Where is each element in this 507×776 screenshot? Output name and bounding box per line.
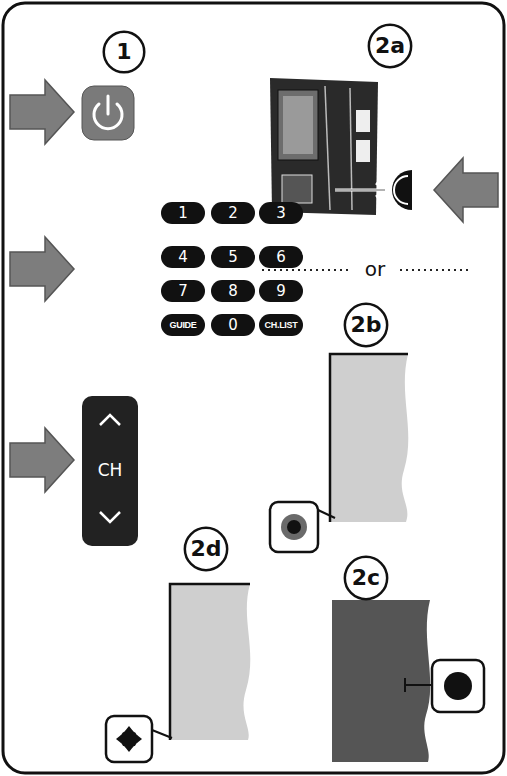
remote-key: 1 [161,202,205,224]
callout-number: 2b [343,302,389,348]
key-label: 2 [228,206,238,221]
callout-label: 2a [375,35,405,57]
callout-label: 2c [352,567,380,589]
remote-key: 3 [259,202,303,224]
callout-label: 2b [350,314,381,336]
callout-number: 2c [343,555,389,601]
separator-word: or [361,259,389,279]
remote-key: 2 [211,202,255,224]
remote-key: 4 [161,246,205,268]
channel-button: CH [87,450,133,490]
key-label: 5 [228,250,238,265]
remote-key: CH.LIST [259,314,303,336]
remote-key: 0 [211,314,255,336]
remote-key: 9 [259,280,303,302]
callout-label: 2d [190,538,221,560]
key-label: 9 [276,284,286,299]
power-button [82,86,134,140]
remote-key: 6 [259,246,303,268]
tv-side-panel [106,584,250,762]
key-label: 4 [178,250,188,265]
tv-side-panel [270,354,408,552]
callout-label: 1 [116,41,131,63]
key-label: CH [98,462,123,479]
remote-key: 5 [211,246,255,268]
key-label: CH.LIST [265,321,298,330]
callout-number: 1 [102,30,146,74]
remote-key: 8 [211,280,255,302]
key-label: 7 [178,284,188,299]
frame [3,3,504,773]
channel-rocker [82,396,138,546]
key-label: GUIDE [169,321,196,330]
remote-key: GUIDE [161,314,205,336]
callout-number: 2d [183,526,229,572]
tv-rear [270,78,412,215]
remote-key: 7 [161,280,205,302]
tv-front-panel [332,600,484,762]
key-label: 6 [276,250,286,265]
key-label: 0 [228,318,238,333]
callout-number: 2a [367,23,413,69]
key-label: 8 [228,284,238,299]
key-label: 3 [276,206,286,221]
key-label: 1 [178,206,188,221]
